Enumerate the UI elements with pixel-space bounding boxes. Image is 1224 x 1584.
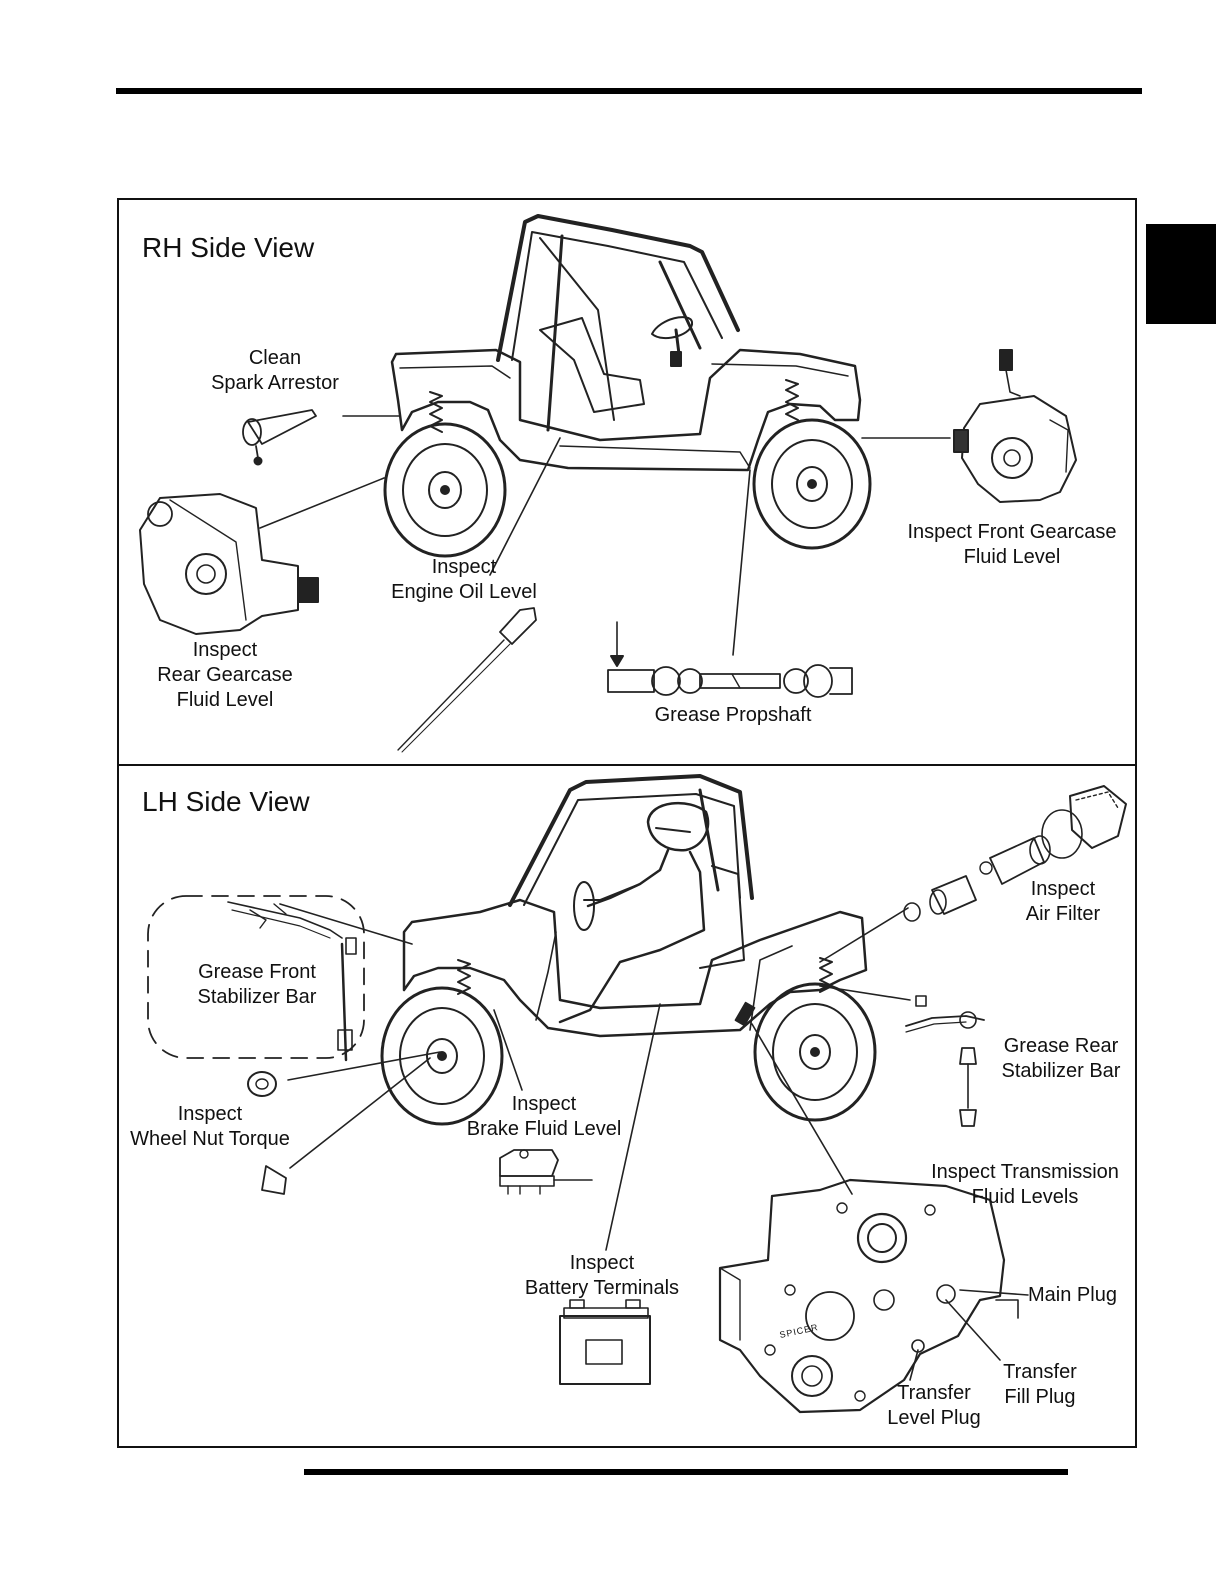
label-transfer-level-plug: Transfer Level Plug xyxy=(882,1381,986,1431)
label-inspect-air-filter: Inspect Air Filter xyxy=(1018,877,1108,927)
label-line: Battery Terminals xyxy=(524,1277,680,1299)
brake-master-cylinder-part xyxy=(499,1149,593,1195)
label-line: Transfer xyxy=(1003,1361,1077,1383)
rear-stabilizer-parts xyxy=(905,995,985,1127)
label-transmission-fluid-levels: Inspect Transmission Fluid Levels xyxy=(920,1160,1130,1210)
label-line: Spark Arrestor xyxy=(211,372,339,394)
label-engine-oil-level: Inspect Engine Oil Level xyxy=(384,555,544,605)
label-line: Wheel Nut Torque xyxy=(130,1128,290,1150)
label-front-gearcase-fluid: Inspect Front Gearcase Fluid Level xyxy=(904,520,1120,570)
lh-vehicle xyxy=(380,774,877,1126)
label-line: Brake Fluid Level xyxy=(466,1118,622,1140)
label-grease-propshaft: Grease Propshaft xyxy=(654,704,812,726)
label-line: Grease Front xyxy=(198,961,316,983)
spark-arrestor-part xyxy=(242,409,317,466)
label-line: Inspect Front Gearcase xyxy=(907,521,1117,543)
label-line: Stabilizer Bar xyxy=(1001,1060,1121,1082)
rh-leader-lines xyxy=(259,415,951,656)
lh-leader-lines xyxy=(279,903,1029,1381)
rear-gearcase-part xyxy=(139,493,319,635)
label-line: Air Filter xyxy=(1025,903,1101,925)
label-line: Inspect xyxy=(511,1093,577,1115)
label-line: Inspect xyxy=(192,639,258,661)
label-transfer-fill-plug: Transfer Fill Plug xyxy=(996,1360,1084,1410)
lh-side-view-title: LH Side View xyxy=(142,786,310,817)
footer-rule xyxy=(304,1469,1068,1475)
label-line: Fill Plug xyxy=(1004,1386,1076,1408)
front-gearcase-part xyxy=(953,349,1077,503)
label-line: Inspect xyxy=(1030,878,1096,900)
label-grease-rear-stabilizer: Grease Rear Stabilizer Bar xyxy=(996,1034,1126,1084)
lh-side-view-panel xyxy=(117,764,1137,1448)
label-wheel-nut-torque: Inspect Wheel Nut Torque xyxy=(122,1102,298,1152)
front-stabilizer-callout xyxy=(147,895,365,1062)
engine-oil-dipstick-part xyxy=(397,607,537,753)
label-line: Fluid Levels xyxy=(971,1186,1079,1208)
label-rear-gearcase-fluid: Inspect Rear Gearcase Fluid Level xyxy=(150,638,300,713)
label-grease-front-stabilizer: Grease Front Stabilizer Bar xyxy=(190,960,324,1010)
label-battery-terminals: Inspect Battery Terminals xyxy=(518,1251,686,1301)
label-line: Inspect Transmission xyxy=(931,1161,1119,1183)
label-line: Inspect xyxy=(569,1252,635,1274)
label-brake-fluid-level: Inspect Brake Fluid Level xyxy=(460,1092,628,1142)
label-main-plug: Main Plug xyxy=(1028,1284,1117,1306)
label-line: Fluid Level xyxy=(176,689,274,711)
propshaft-part xyxy=(607,621,853,698)
label-line: Clean xyxy=(248,347,302,369)
label-line: Stabilizer Bar xyxy=(197,986,317,1008)
transmission-part xyxy=(718,1178,1019,1414)
air-filter-parts xyxy=(903,785,1127,922)
label-line: Rear Gearcase xyxy=(157,664,293,686)
chapter-tab xyxy=(1146,224,1216,324)
label-line: Inspect xyxy=(431,556,497,578)
rh-side-view-title: RH Side View xyxy=(142,232,315,263)
label-line: Level Plug xyxy=(887,1407,981,1429)
label-line: Engine Oil Level xyxy=(391,581,537,603)
label-line: Grease Rear xyxy=(1003,1035,1119,1057)
label-line: Inspect xyxy=(177,1103,243,1125)
label-clean-spark-arrestor: Clean Spark Arrestor xyxy=(210,346,340,396)
header-rule xyxy=(116,88,1142,94)
label-line: Transfer xyxy=(897,1382,971,1404)
wheel-nut-parts xyxy=(247,1071,287,1195)
label-line: Fluid Level xyxy=(963,546,1061,568)
rh-vehicle xyxy=(383,214,872,558)
battery-part xyxy=(559,1299,651,1385)
